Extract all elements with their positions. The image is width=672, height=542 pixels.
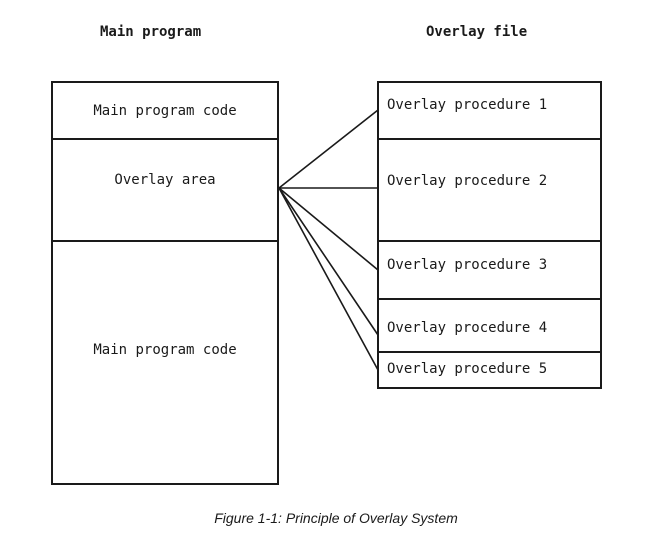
overlay-file-divider-4 [379,351,600,353]
main-program-divider-2 [53,240,277,242]
main-program-code-top: Main program code [93,102,237,119]
overlay-area: Overlay area [114,172,216,188]
connector-procedure-1 [278,109,379,189]
connector-procedure-4 [278,187,379,336]
overlay-file-divider-1 [379,138,600,140]
overlay-procedure-2: Overlay procedure 2 [387,173,548,189]
main-program-divider-1 [53,138,277,140]
main-program-box: Main program code Overlay area Main prog… [51,81,279,485]
connector-procedure-3 [278,187,379,271]
overlay-procedure-4: Overlay procedure 4 [387,320,548,336]
main-program-heading: Main program [100,24,202,40]
overlay-file-box: Overlay procedure 1 Overlay procedure 2 … [377,81,602,389]
overlay-procedure-1: Overlay procedure 1 [387,97,548,113]
overlay-procedure-5: Overlay procedure 5 [387,361,548,377]
overlay-file-heading: Overlay file [426,24,528,40]
overlay-file-divider-3 [379,298,600,300]
main-program-code-bottom: Main program code [93,342,237,358]
figure-caption: Figure 1-1: Principle of Overlay System [214,510,458,526]
overlay-file-divider-2 [379,240,600,242]
connector-procedure-5 [278,187,379,371]
overlay-procedure-3: Overlay procedure 3 [387,257,548,273]
